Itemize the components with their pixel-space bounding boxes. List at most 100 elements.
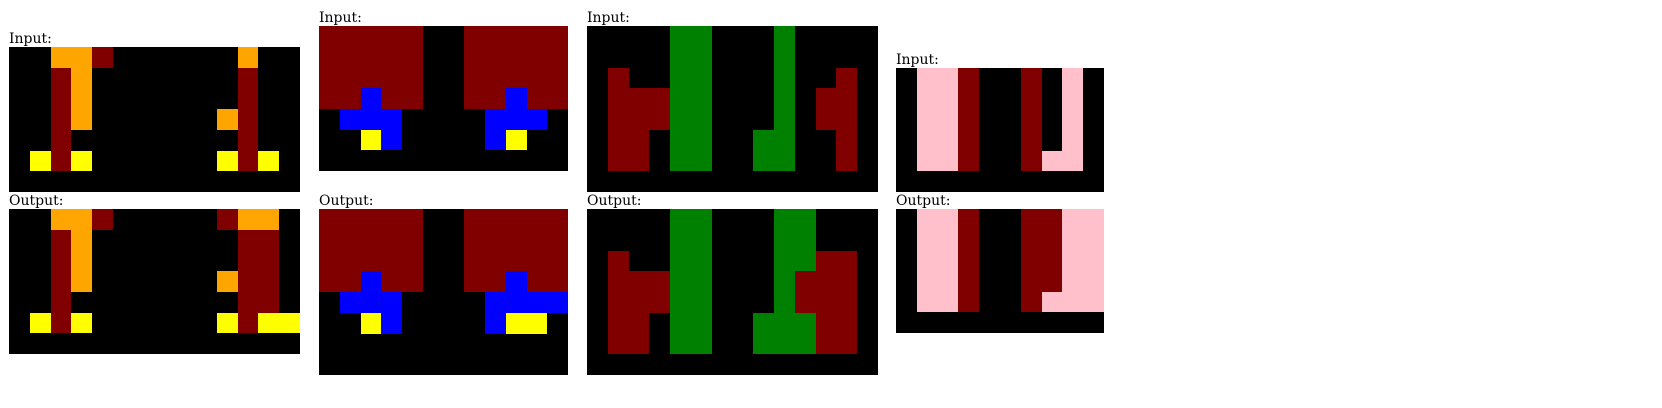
grid-cell [360, 250, 382, 272]
grid-cell [526, 292, 548, 313]
grid-cell [422, 312, 444, 334]
grid-cell [339, 229, 361, 251]
grid-cell [505, 67, 527, 89]
grid-cell [1083, 68, 1104, 89]
grid-cell [732, 354, 754, 375]
grid-cell [154, 109, 176, 130]
grid-cell [670, 109, 691, 130]
grid-cell [526, 354, 548, 375]
grid-cell [29, 271, 51, 292]
grid-cell [732, 88, 754, 109]
grid-cell [979, 129, 1000, 151]
grid-cell [29, 250, 51, 272]
grid-cell [857, 129, 878, 151]
grid-cell [547, 229, 568, 251]
grid-cell [485, 26, 506, 47]
grid-cell [485, 209, 506, 230]
grid-cell [422, 333, 444, 355]
grid-cell [216, 67, 238, 89]
grid-cell [937, 250, 959, 271]
grid-cell [319, 271, 340, 292]
grid-cell [216, 47, 238, 68]
grid-cell [9, 209, 30, 230]
grid-cell [133, 333, 155, 354]
grid-cell [753, 67, 775, 89]
grid-cell [958, 68, 980, 89]
grid-cell [175, 291, 197, 313]
grid-cell [133, 291, 155, 313]
grid-cell [711, 312, 733, 334]
grid-cell [649, 88, 671, 109]
grid-cell [753, 150, 775, 172]
grid-cell [279, 271, 300, 292]
grid-cell [9, 67, 30, 89]
grid-cell [958, 250, 980, 271]
grid-cell [979, 312, 1000, 333]
grid-cell [753, 250, 775, 272]
grid-cell [815, 333, 837, 355]
grid-cell [958, 88, 980, 110]
grid-cell [732, 312, 754, 334]
grid-cell [422, 229, 444, 251]
grid-cell [690, 250, 712, 272]
grid-cell [547, 46, 568, 68]
grid-cell [815, 271, 837, 292]
grid-cell [711, 67, 733, 89]
grid-cell [402, 292, 423, 313]
grid-cell [464, 150, 485, 171]
grid-cell [422, 26, 444, 47]
grid-cell [690, 109, 712, 130]
grid-cell [1083, 209, 1104, 230]
grid-cell [1062, 312, 1084, 333]
grid-cell [999, 250, 1021, 271]
grid-cell [815, 150, 837, 172]
grid-cell [9, 271, 30, 292]
grid-cell [485, 250, 506, 272]
grid-cell [607, 150, 629, 172]
grid-cell [711, 171, 733, 192]
grid-cell [381, 312, 402, 334]
grid-cell [1062, 291, 1084, 313]
grid-cell [1062, 109, 1084, 130]
grid-cell [1041, 291, 1063, 313]
grid-cell [196, 88, 217, 110]
grid-cell [422, 88, 444, 109]
grid-cell [836, 26, 858, 47]
grid-cell [937, 68, 959, 89]
grid-cell [732, 292, 754, 313]
grid-cell [774, 250, 795, 272]
grid-cell [526, 250, 548, 272]
grid-cell [112, 209, 134, 230]
grid-cell [92, 109, 113, 130]
output-grid [587, 209, 878, 375]
grid-cell [711, 354, 733, 375]
grid-cell [587, 312, 608, 334]
grid-cell [958, 171, 980, 192]
grid-cell [587, 26, 608, 47]
grid-cell [1020, 250, 1042, 271]
grid-cell [1083, 312, 1104, 333]
grid-cell [958, 270, 980, 292]
grid-cell [29, 109, 51, 130]
grid-cell [175, 333, 197, 354]
grid-cell [1020, 150, 1042, 172]
grid-cell [279, 88, 300, 110]
grid-cell [690, 129, 712, 151]
output-grid [9, 209, 300, 354]
grid-cell [649, 209, 671, 230]
grid-cell [774, 171, 795, 192]
grid-cell [29, 209, 51, 230]
grid-cell [381, 67, 402, 89]
grid-cell [670, 209, 691, 230]
grid-cell [443, 108, 465, 130]
grid-cell [753, 171, 775, 192]
grid-cell [732, 129, 754, 151]
grid-cell [443, 250, 465, 272]
grid-cell [422, 250, 444, 272]
grid-cell [339, 292, 361, 313]
grid-cell [464, 312, 485, 334]
grid-cell [112, 271, 134, 292]
grid-cell [670, 88, 691, 109]
grid-cell [443, 292, 465, 313]
grid-cell [774, 209, 795, 230]
